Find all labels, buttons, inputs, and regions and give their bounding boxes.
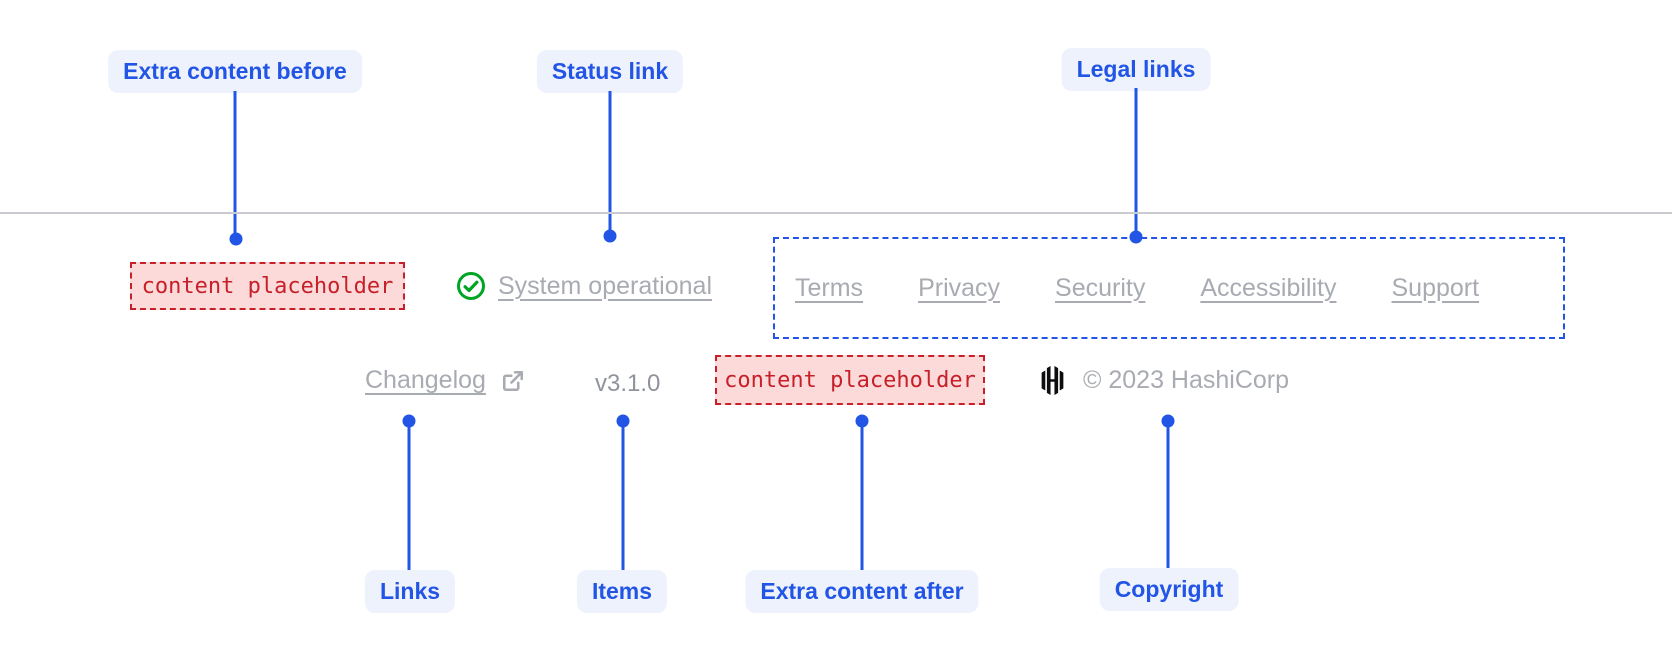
annotation-links: Links xyxy=(364,570,456,613)
connector-dot xyxy=(616,414,630,428)
connector-line xyxy=(1134,88,1138,231)
extra-content-before-slot: content placeholder xyxy=(130,262,405,310)
external-link-icon xyxy=(499,367,527,395)
footer-top-divider xyxy=(0,212,1672,214)
changelog-link[interactable]: Changelog xyxy=(365,366,527,395)
annotation-status-link: Status link xyxy=(536,50,684,93)
status-link[interactable]: System operational xyxy=(456,262,712,310)
annotation-copyright: Copyright xyxy=(1099,568,1239,611)
connector-dot xyxy=(1161,414,1175,428)
copyright-text: © 2023 HashiCorp xyxy=(1083,366,1290,394)
legal-link-accessibility[interactable]: Accessibility xyxy=(1200,273,1337,302)
annotation-extra-content-after: Extra content after xyxy=(745,570,979,613)
connector-line xyxy=(860,427,864,570)
connector-dot xyxy=(229,232,243,246)
status-link-label[interactable]: System operational xyxy=(498,271,713,300)
legal-link-privacy[interactable]: Privacy xyxy=(918,273,1001,302)
legal-link-security[interactable]: Security xyxy=(1055,273,1146,302)
connector-line xyxy=(407,427,411,570)
version-label: v3.1.0 xyxy=(595,370,661,397)
connector-line xyxy=(608,91,612,230)
placeholder-text: content placeholder xyxy=(141,273,394,299)
annotation-legal-links: Legal links xyxy=(1061,48,1211,91)
extra-content-after-slot: content placeholder xyxy=(715,355,985,405)
annotation-extra-content-before: Extra content before xyxy=(108,50,362,93)
legal-link-support[interactable]: Support xyxy=(1391,273,1480,302)
connector-line xyxy=(1166,427,1170,568)
connector-dot xyxy=(603,229,617,243)
placeholder-text: content placeholder xyxy=(724,367,976,393)
hashicorp-logo-icon xyxy=(1038,366,1067,395)
changelog-link-label[interactable]: Changelog xyxy=(365,366,486,394)
legal-link-terms[interactable]: Terms xyxy=(795,273,864,302)
connector-dot xyxy=(855,414,869,428)
connector-dot xyxy=(402,414,416,428)
annotation-items: Items xyxy=(576,570,668,613)
connector-line xyxy=(233,91,237,233)
copyright-group: © 2023 HashiCorp xyxy=(1038,366,1289,395)
legal-links-region: Terms Privacy Security Accessibility Sup… xyxy=(773,237,1565,339)
check-circle-icon xyxy=(456,271,486,301)
connector-line xyxy=(621,427,625,570)
